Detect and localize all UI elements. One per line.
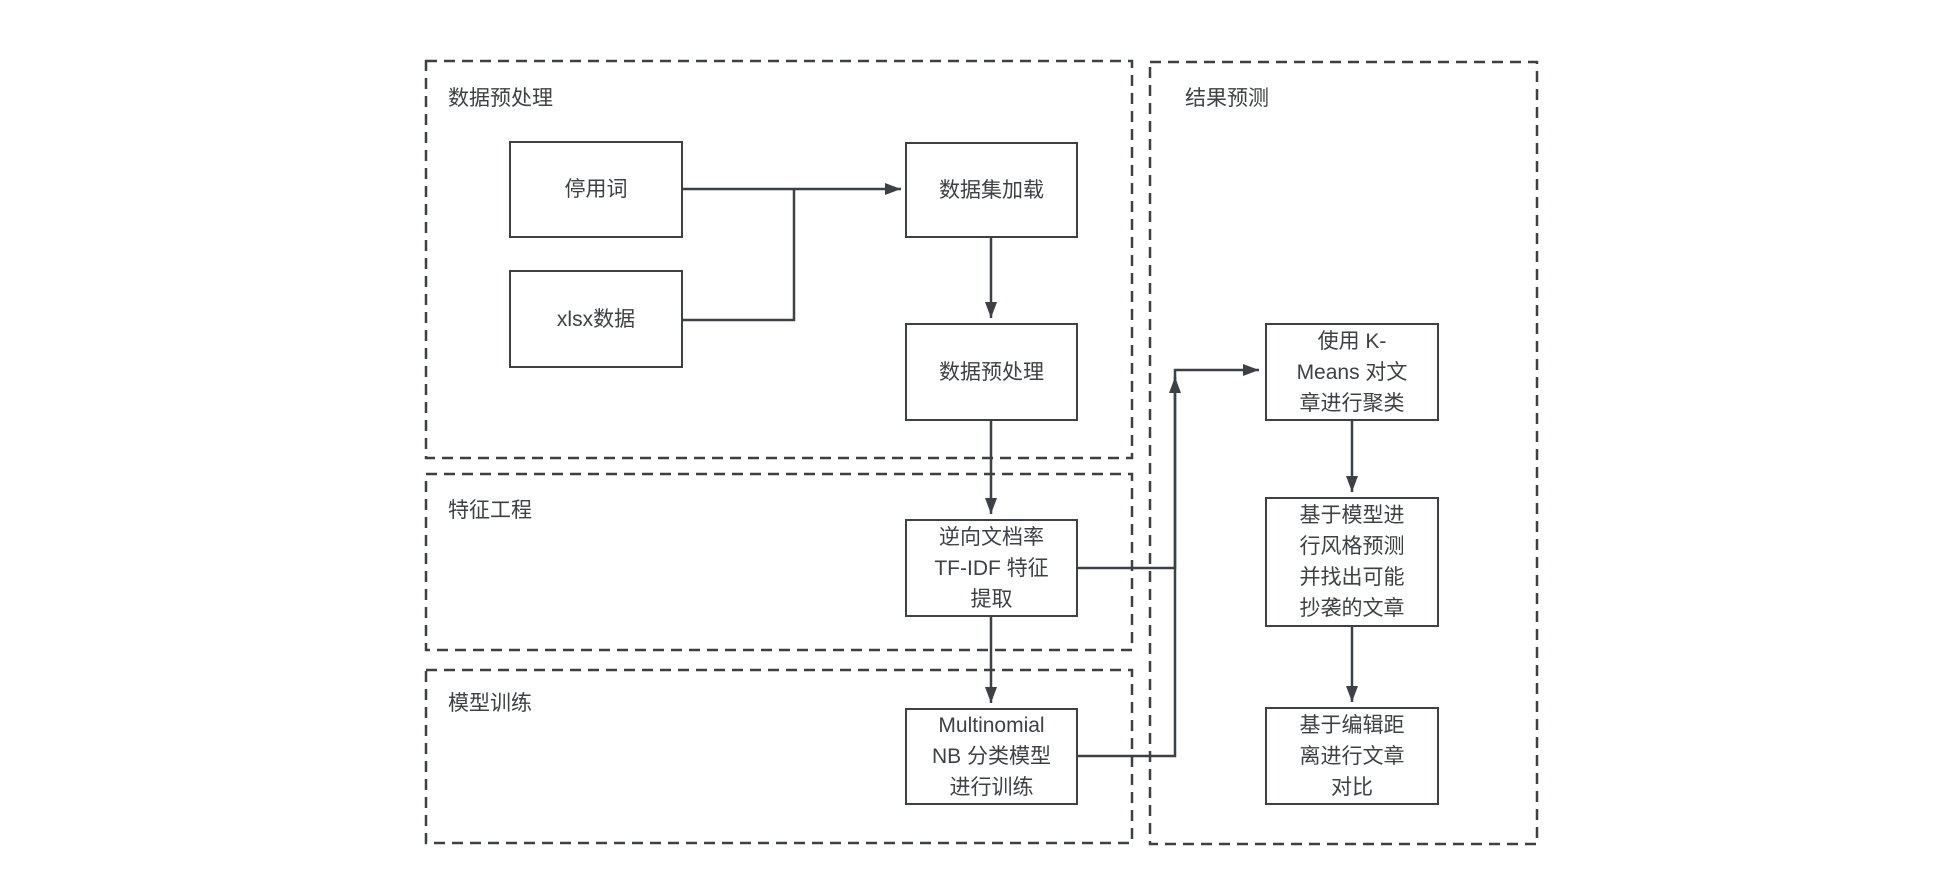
node-stopwords: 停用词 xyxy=(509,141,683,238)
container-border-data-preprocessing xyxy=(424,59,1134,460)
node-dataset-load-label: 数据集加载 xyxy=(939,178,1044,202)
node-tfidf: 逆向文档率 TF-IDF 特征 提取 xyxy=(905,519,1078,617)
node-tfidf-label: 逆向文档率 TF-IDF 特征 提取 xyxy=(934,525,1049,611)
node-xlsx-data-label: xlsx数据 xyxy=(556,307,636,331)
node-multinomial-nb: Multinomial NB 分类模型 进行训练 xyxy=(905,708,1078,805)
connector-tfidf-to-kmeans xyxy=(1078,364,1259,570)
container-label-feature-engineering: 特征工程 xyxy=(448,499,532,522)
node-dataset-load: 数据集加载 xyxy=(905,142,1078,238)
container-label-data-preprocessing: 数据预处理 xyxy=(448,87,553,110)
node-edit-distance-label: 基于编辑距 离进行文章 对比 xyxy=(1299,713,1405,799)
node-kmeans-label: 使用 K- Means 对文 章进行聚类 xyxy=(1296,329,1408,415)
container-border-result-prediction xyxy=(1148,60,1539,846)
node-data-preprocess-label: 数据预处理 xyxy=(939,360,1044,384)
node-xlsx-data: xlsx数据 xyxy=(509,270,683,368)
node-kmeans: 使用 K- Means 对文 章进行聚类 xyxy=(1265,323,1439,421)
node-stopwords-label: 停用词 xyxy=(564,178,628,201)
connector-multinomial-nb-up xyxy=(1078,377,1181,758)
node-edit-distance: 基于编辑距 离进行文章 对比 xyxy=(1265,707,1439,805)
container-label-result-prediction: 结果预测 xyxy=(1185,87,1269,110)
container-border-feature-engineering xyxy=(424,472,1134,652)
node-style-predict: 基于模型进 行风格预测 并找出可能 抄袭的文章 xyxy=(1265,497,1439,627)
node-style-predict-label: 基于模型进 行风格预测 并找出可能 抄袭的文章 xyxy=(1299,504,1405,620)
node-data-preprocess: 数据预处理 xyxy=(905,323,1078,421)
node-multinomial-nb-label: Multinomial NB 分类模型 进行训练 xyxy=(931,714,1051,799)
connector-xlsx-to-junction xyxy=(683,188,796,322)
container-label-model-training: 模型训练 xyxy=(448,692,532,715)
